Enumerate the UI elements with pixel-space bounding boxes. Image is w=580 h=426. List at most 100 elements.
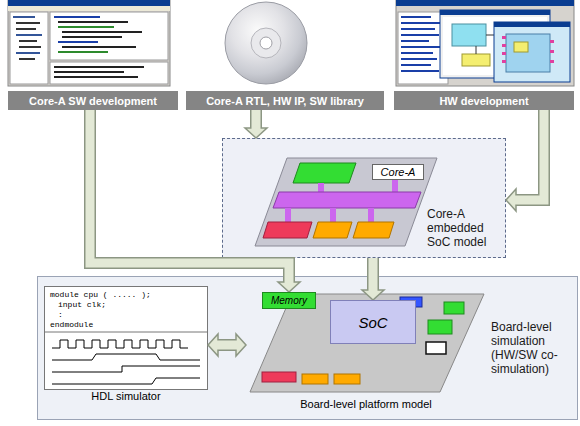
chip-label: Memory bbox=[271, 295, 307, 306]
sw-ide-screenshot-part bbox=[16, 28, 36, 30]
sw-ide-screenshot-part bbox=[19, 40, 37, 42]
sw-ide-screenshot-part bbox=[62, 31, 142, 33]
cd-disc-part bbox=[251, 28, 281, 58]
hdl-waveforms-part bbox=[44, 332, 208, 333]
sw-ide-screenshot-part bbox=[16, 52, 40, 54]
arrow-body bbox=[369, 258, 378, 292]
flow-arrow bbox=[245, 110, 267, 138]
soc-chip-illustration-part bbox=[273, 192, 421, 208]
hdl-waveforms-part bbox=[52, 354, 200, 360]
pcb-board-illustration-part bbox=[444, 302, 464, 314]
hw-tool-screenshot-part bbox=[401, 40, 429, 42]
sw-ide-screenshot-part bbox=[19, 46, 41, 48]
chip-label: SoC bbox=[358, 314, 387, 331]
sw-ide-screenshot-part bbox=[16, 34, 42, 36]
hw-tool-screenshot bbox=[396, 0, 574, 86]
hdl-waveforms-part bbox=[52, 340, 188, 348]
sw-ide-screenshot-part bbox=[54, 16, 100, 18]
flow-arrow bbox=[90, 110, 300, 292]
sw-ide-screenshot-part bbox=[58, 26, 114, 28]
pcb-board-illustration-part bbox=[334, 374, 360, 384]
hw-tool-screenshot-part bbox=[401, 64, 431, 66]
arrow-body bbox=[216, 341, 238, 350]
hw-tool-screenshot-part bbox=[401, 46, 441, 48]
arrow-body bbox=[90, 110, 289, 284]
sw-ide-screenshot-part bbox=[8, 6, 170, 11]
hdl-code-line: module cpu ( ..... ); bbox=[50, 290, 151, 300]
soc-chip-illustration-part bbox=[330, 208, 336, 222]
soc-chip-illustration-part bbox=[263, 222, 312, 238]
arrow-body bbox=[252, 110, 261, 130]
arrow-body bbox=[514, 110, 544, 200]
cd-disc bbox=[225, 2, 307, 84]
hw-tool-screenshot-part bbox=[401, 70, 439, 72]
sw-ide-screenshot-part bbox=[8, 0, 170, 6]
hw-tool-screenshot-part bbox=[440, 10, 550, 15]
soc-chip-illustration-part bbox=[368, 208, 374, 222]
region-title: Board-level simulation (HW/SW co-simulat… bbox=[491, 320, 573, 376]
soc-chip-illustration-part bbox=[392, 180, 398, 192]
hw-tool-screenshot-part bbox=[396, 0, 574, 86]
hw-tool-screenshot-part bbox=[452, 24, 486, 46]
sw-ide-screenshot-part bbox=[58, 21, 128, 23]
sw-ide-screenshot-part bbox=[50, 62, 168, 84]
hw-tool-screenshot-part bbox=[502, 52, 506, 55]
sw-ide-screenshot-part bbox=[19, 58, 35, 60]
cd-disc-part bbox=[260, 37, 272, 49]
hw-tool-screenshot-part bbox=[514, 42, 528, 52]
hdl-code-line: : bbox=[50, 310, 63, 320]
sw-ide-screenshot-part bbox=[16, 22, 40, 24]
hdl-waveforms-part bbox=[52, 366, 200, 372]
cpu-core-block: Core-A bbox=[372, 164, 424, 180]
soc-chip-illustration bbox=[255, 158, 437, 246]
hw-tool-screenshot-part bbox=[401, 28, 435, 30]
hw-tool-screenshot-part bbox=[550, 60, 554, 63]
sw-ide-screenshot-part bbox=[10, 12, 48, 84]
sw-ide-screenshot-part bbox=[8, 0, 170, 86]
hw-tool-screenshot-part bbox=[401, 34, 439, 36]
soc-chip-illustration-part bbox=[318, 183, 324, 192]
memory-chip: Memory bbox=[262, 292, 316, 309]
block-label: Core-A bbox=[381, 166, 416, 178]
flow-arrow bbox=[362, 258, 384, 300]
sw-ide-screenshot bbox=[8, 0, 170, 86]
region-title: Core-A embedded SoC model bbox=[427, 207, 501, 249]
arrow-outline bbox=[90, 110, 289, 282]
sw-ide-screenshot-part bbox=[58, 41, 98, 43]
flow-arrow bbox=[208, 334, 246, 356]
hdl-simulator-panel: module cpu ( ..... );input clk;:endmodul… bbox=[44, 286, 208, 390]
sw-ide-screenshot-part bbox=[62, 46, 136, 48]
sw-ide-screenshot-part bbox=[54, 71, 124, 73]
sw-ide-screenshot-part bbox=[58, 51, 108, 53]
sw-ide-screenshot-part bbox=[62, 36, 122, 38]
hw-tool-screenshot-part bbox=[401, 16, 431, 18]
hw-tool-screenshot-part bbox=[494, 22, 570, 27]
pcb-board-illustration-part bbox=[426, 342, 446, 354]
band-label: Core-A SW development bbox=[29, 95, 157, 107]
hw-tool-screenshot-part bbox=[476, 46, 477, 54]
hw-tool-screenshot-part bbox=[401, 52, 433, 54]
sw-ide-screenshot-part bbox=[50, 12, 168, 60]
pcb-board-illustration-part bbox=[428, 320, 452, 334]
hdl-waveforms bbox=[44, 332, 208, 384]
sw-ide-screenshot-part bbox=[13, 16, 35, 18]
hw-tool-screenshot-part bbox=[502, 60, 506, 63]
pcb-board-illustration-part bbox=[262, 372, 296, 382]
hw-tool-screenshot-part bbox=[502, 44, 506, 47]
soc-chip-illustration-part bbox=[255, 158, 437, 246]
sw-ide-screenshot-part bbox=[54, 66, 144, 68]
band-label: Core-A RTL, HW IP, SW library bbox=[206, 95, 364, 107]
sw-ide-screenshot-part bbox=[54, 76, 138, 78]
source-band: HW development bbox=[394, 91, 574, 110]
soc-chip-illustration-part bbox=[285, 208, 291, 222]
hw-tool-screenshot-part bbox=[401, 58, 437, 60]
hw-tool-screenshot-part bbox=[401, 22, 441, 24]
cd-disc-part bbox=[225, 2, 307, 84]
panel-caption: HDL simulator bbox=[91, 390, 160, 402]
hdl-code-line: input clk; bbox=[50, 300, 106, 310]
hw-tool-screenshot-part bbox=[502, 36, 506, 39]
hw-tool-screenshot-part bbox=[550, 50, 554, 53]
hw-tool-screenshot-part bbox=[494, 22, 570, 82]
source-band: Core-A SW development bbox=[8, 91, 178, 110]
